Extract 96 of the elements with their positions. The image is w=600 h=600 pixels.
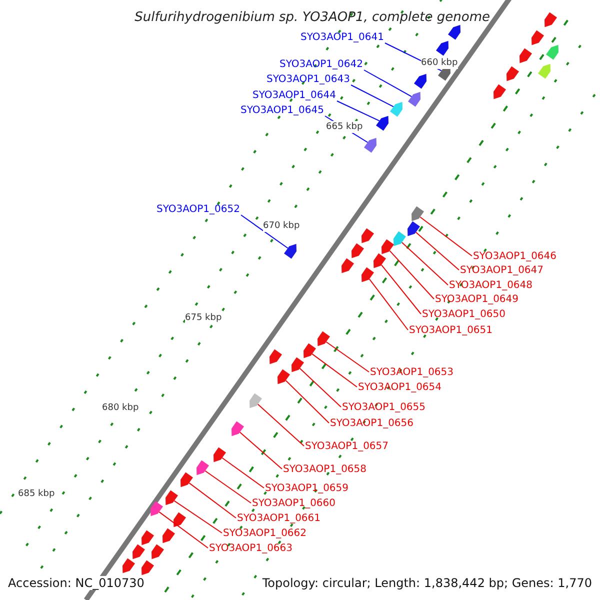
leader-line <box>415 232 460 270</box>
gene-block <box>284 244 296 259</box>
gene-label: SYO3AOP1_0657 <box>305 441 389 453</box>
leader-line <box>204 470 252 504</box>
leader-line <box>240 214 288 249</box>
tick-label: 680 kbp <box>102 402 139 414</box>
leader-line <box>285 380 330 424</box>
gene-block <box>278 369 290 384</box>
gene-label: SYO3AOP1_0644 <box>252 90 336 102</box>
gene-block <box>250 393 262 408</box>
gene-block <box>394 231 406 246</box>
gene-block <box>232 421 244 436</box>
tick-label: 660 kbp <box>421 57 458 69</box>
gene-label: SYO3AOP1_0650 <box>422 309 506 321</box>
leader-line <box>380 264 422 314</box>
gene-label: SYO3AOP1_0660 <box>252 498 336 510</box>
gene-block <box>538 64 550 79</box>
leader-line <box>364 70 412 98</box>
leader-line <box>350 84 394 108</box>
leader-line <box>326 341 370 372</box>
gene-block <box>436 40 448 56</box>
gene-label: SYO3AOP1_0663 <box>209 543 293 555</box>
leader-line <box>389 250 434 300</box>
leader-line <box>257 404 304 446</box>
gene-block <box>382 239 394 254</box>
gene-block <box>506 66 519 82</box>
gene-label: SYO3AOP1_0646 <box>473 251 557 263</box>
leader-line <box>420 216 472 256</box>
gene-block <box>408 221 420 236</box>
gene-label: SYO3AOP1_0642 <box>279 59 363 71</box>
leader-line <box>368 278 408 330</box>
gene-label: SYO3AOP1_0656 <box>330 418 414 430</box>
gene-block <box>162 528 175 544</box>
tick-label: 675 kbp <box>185 312 222 324</box>
gene-block <box>376 116 388 131</box>
gene-label: SYO3AOP1_0647 <box>460 265 544 277</box>
gene-label: SYO3AOP1_0654 <box>358 382 442 394</box>
tick-label: 685 kbp <box>18 488 55 500</box>
gene-block <box>494 84 506 100</box>
gene-block <box>364 138 376 153</box>
leader-line <box>222 457 264 488</box>
gene-label: SYO3AOP1_0658 <box>283 464 367 476</box>
gene-block <box>180 472 193 488</box>
gene-label: SYO3AOP1_0659 <box>265 483 349 495</box>
gene-label: SYO3AOP1_0653 <box>370 367 454 379</box>
gene-block <box>174 512 186 528</box>
gene-block <box>166 490 178 506</box>
gene-block <box>408 92 420 107</box>
gene-block <box>142 560 154 576</box>
gene-block <box>342 258 354 274</box>
genome-title: Sulfurihydrogenibium sp. YO3AOP1, complete genome <box>134 10 490 26</box>
accession-text: Accession: NC_010730 <box>8 576 144 590</box>
leader-line <box>336 100 380 122</box>
gene-block <box>270 349 282 364</box>
gene-label: SYO3AOP1_0655 <box>342 402 426 414</box>
gene-block <box>214 447 226 462</box>
gene-block <box>520 48 532 64</box>
gene-block <box>414 74 426 89</box>
tick-label: 665 kbp <box>326 121 363 133</box>
gene-block <box>362 267 374 282</box>
genome-summary-text: Topology: circular; Length: 1,838,442 bp; Genes: 1,770 <box>262 576 592 590</box>
gene-block <box>196 460 209 476</box>
gene-block <box>292 357 304 372</box>
gene-block <box>544 12 557 28</box>
leader-line <box>239 432 282 470</box>
gene-block <box>122 558 135 574</box>
gene-block <box>150 501 163 516</box>
gene-label: SYO3AOP1_0645 <box>240 105 324 117</box>
gene-block <box>142 530 154 546</box>
gene-label: SYO3AOP1_0648 <box>449 280 533 292</box>
gene-block <box>532 30 544 46</box>
gene-label: SYO3AOP1_0662 <box>223 528 307 540</box>
gene-label: SYO3AOP1_0643 <box>266 74 350 86</box>
gene-block <box>412 206 424 222</box>
gene-block <box>374 253 386 268</box>
gene-block <box>318 331 330 346</box>
leader-line <box>401 242 448 286</box>
gene-block <box>546 44 558 60</box>
gene-label: SYO3AOP1_0641 <box>300 32 384 44</box>
gene-block <box>152 544 164 560</box>
leader-line <box>188 482 236 518</box>
gene-block <box>132 544 145 560</box>
gene-label: SYO3AOP1_0652 <box>156 204 240 216</box>
gene-block <box>352 243 364 258</box>
gene-block <box>304 343 316 358</box>
gene-label: SYO3AOP1_0661 <box>237 513 321 525</box>
gene-block <box>390 102 402 117</box>
gene-block <box>362 228 374 244</box>
leader-line <box>174 500 222 534</box>
gene-block <box>448 24 460 40</box>
leader-line <box>312 353 358 388</box>
tick-label: 670 kbp <box>263 220 300 232</box>
gene-label: SYO3AOP1_0651 <box>409 325 493 337</box>
leader-line <box>158 511 208 548</box>
gene-label: SYO3AOP1_0649 <box>435 294 519 306</box>
leader-line <box>299 368 342 408</box>
